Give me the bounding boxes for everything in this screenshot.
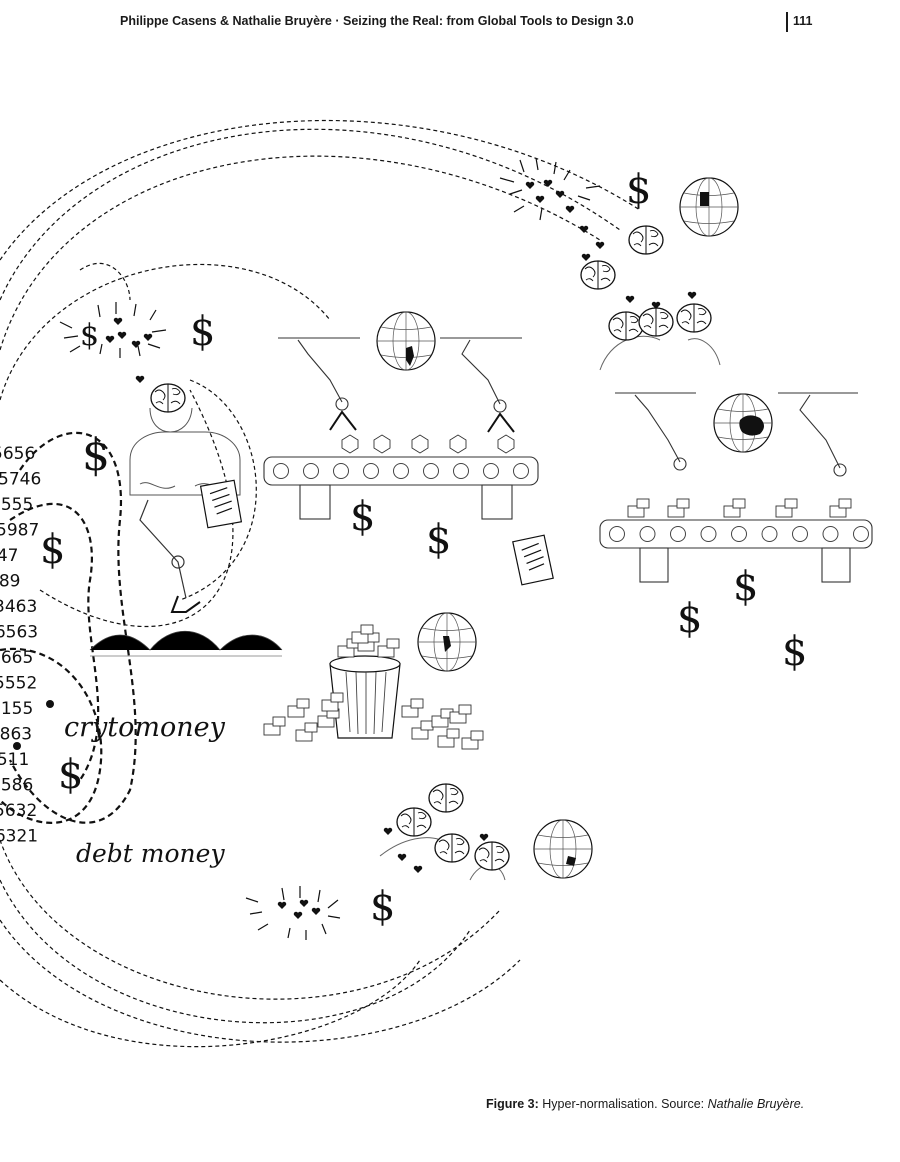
heart-bursts [59, 157, 601, 940]
dollar-sign-icon: $ [82, 430, 110, 481]
conveyor-roller [363, 463, 379, 479]
conveyor-roller [731, 526, 747, 542]
robot-arm-harvester [139, 499, 201, 613]
number-entry: 5987 [0, 521, 39, 541]
number-entry: 847 [0, 546, 18, 566]
crypto-money-label: crytomoney [64, 712, 226, 743]
conveyor-rollers [609, 526, 869, 542]
dollar-sign-icon: $ [80, 318, 99, 353]
conveyor-roller [792, 526, 808, 542]
number-entry: 5632 [0, 801, 37, 821]
conveyor-roller [822, 526, 839, 542]
box-stacks [627, 498, 852, 518]
dashed-trajectories [0, 119, 641, 1048]
conveyor-roller [609, 526, 625, 542]
number-entry: 3463 [0, 597, 37, 617]
conveyor-roller [453, 463, 469, 479]
conveyor-roller [639, 526, 656, 542]
caption-text: Hyper-normalisation. Source: [538, 1097, 708, 1111]
document-icon [199, 479, 243, 529]
waste-bucket [329, 655, 401, 739]
dollar-sign-icon: $ [626, 167, 651, 213]
conveyor-roller [853, 526, 869, 542]
number-entry: 5746 [0, 470, 41, 490]
crystal-blocks [341, 434, 515, 454]
dollar-sign-icon: $ [733, 564, 758, 610]
conveyor-roller [670, 526, 686, 542]
dollar-sign-icon: $ [782, 629, 807, 675]
dollar-sign-icon: $ [370, 884, 395, 930]
number-entry: 4586 [0, 776, 33, 796]
figure-label: Figure 3: [486, 1097, 539, 1111]
conveyor-roller [333, 463, 349, 479]
number-entry: 56563 [0, 623, 38, 643]
dollar-sign-icon: $ [190, 309, 215, 355]
conveyor-roller [513, 463, 529, 479]
conveyor-roller [303, 463, 319, 479]
brain-crowd [379, 783, 510, 881]
conveyor-roller [483, 463, 499, 479]
conveyor-rollers [273, 463, 529, 479]
conveyor-belt [599, 392, 873, 583]
conveyor-roller [700, 526, 717, 542]
conveyor-belt [263, 337, 539, 520]
dollar-sign-icon: $ [350, 494, 375, 540]
caption-source: Nathalie Bruyère. [707, 1097, 805, 1111]
conveyor-roller [393, 463, 409, 479]
money-cloud-outlines [0, 431, 137, 824]
running-title: Philippe Casens & Nathalie Bruyère · Sei… [120, 14, 634, 28]
running-header: Philippe Casens & Nathalie Bruyère · Sei… [0, 12, 900, 34]
debt-money-label: debt money [76, 839, 225, 868]
conveyor-roller [761, 526, 778, 542]
dollar-sign-icon: $ [58, 752, 83, 798]
dollar-sign-icon: $ [677, 596, 702, 642]
brain-crowd [580, 225, 721, 371]
number-entry: 589 [0, 572, 20, 592]
conveyor-roller [273, 463, 289, 479]
dollar-signs: $ $ $ $ $ $ $ $ $ $ $ $ [40, 167, 807, 930]
dollar-sign-icon: $ [426, 517, 451, 563]
hearts [105, 179, 697, 919]
document-icon [512, 534, 554, 586]
number-entry: 0155 [0, 699, 33, 719]
figure-caption: Figure 3: Hyper-normalisation. Source: N… [486, 1097, 804, 1111]
page-number: 111 [793, 14, 813, 28]
dollar-sign-icon: $ [40, 527, 65, 573]
number-entry: 45863 [0, 725, 32, 745]
grass-field [89, 630, 283, 657]
header-divider [786, 12, 788, 32]
conveyor-roller [423, 463, 439, 479]
number-entry: 9555 [0, 495, 33, 515]
number-entry: 56321 [0, 827, 38, 847]
number-entry: 5656 [0, 444, 35, 464]
